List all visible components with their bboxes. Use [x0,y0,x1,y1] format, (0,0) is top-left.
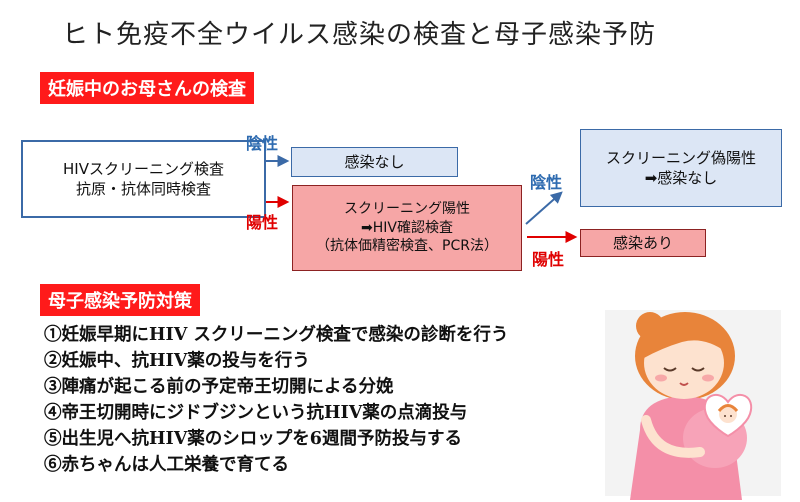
prevention-measures-list: ①妊娠早期にHIV スクリーニング検査で感染の診断を行う ②妊娠中、抗HIV薬の… [44,322,644,478]
no-infection-box: 感染なし [291,147,458,177]
false-positive-line2: ➡感染なし [644,169,718,187]
section-heading-test: 妊娠中のお母さんの検査 [40,72,254,104]
right-cheek [702,374,714,382]
baby-hair [717,404,739,413]
measure-item: ⑤出生児へ抗HIV薬のシロップを6週間予防投与する [44,429,462,449]
measure-item: ③陣痛が起こる前の予定帝王切開による分娩 [44,377,394,397]
right-eye [691,367,705,372]
arm [641,415,705,458]
no-infection-text: 感染なし [344,152,405,171]
positive-line1: スクリーニング陽性 [343,200,470,217]
baby-left-eye [724,415,726,417]
positive-label-2: 陽性 [532,250,565,269]
negative-label-2: 陰性 [530,173,563,192]
measure-item: ④帝王切開時にジドブジンという抗HIV薬の点滴投与 [44,403,468,423]
positive-line3: （抗体価精密検査、PCR法） [316,238,498,255]
false-positive-line1: スクリーニング偽陽性 [605,148,756,167]
positive-line2: ➡HIV確認検査 [361,219,453,236]
left-eye [663,367,677,372]
negative-label-1: 陰性 [246,134,279,153]
screening-line1: HIVスクリーニング検査 [63,159,224,178]
baby-right-eye [730,415,732,417]
false-positive-box: スクリーニング偽陽性 ➡感染なし [580,129,782,207]
screening-positive-box: スクリーニング陽性 ➡HIV確認検査 （抗体価精密検査、PCR法） [292,185,522,271]
measure-item: ⑥赤ちゃんは人工栄養で育てる [44,455,289,475]
arrow-false-positive [525,191,563,225]
bangs [644,319,726,358]
infected-box: 感染あり [580,229,706,257]
baby-face [719,405,737,423]
section-heading-prevention: 母子感染予防対策 [40,284,200,316]
page-title: ヒト免疫不全ウイルス感染の検査と母子感染予防 [62,20,657,50]
positive-label-1: 陽性 [246,213,279,232]
measure-item: ①妊娠早期にHIV スクリーニング検査で感染の診断を行う [44,325,509,345]
measure-item: ②妊娠中、抗HIV薬の投与を行う [44,351,310,371]
screening-test-box: HIVスクリーニング検査 抗原・抗体同時検査 [21,140,266,218]
left-cheek [655,374,667,382]
mouth [679,382,689,386]
screening-line2: 抗原・抗体同時検査 [75,180,211,198]
infected-text: 感染あり [612,233,673,252]
